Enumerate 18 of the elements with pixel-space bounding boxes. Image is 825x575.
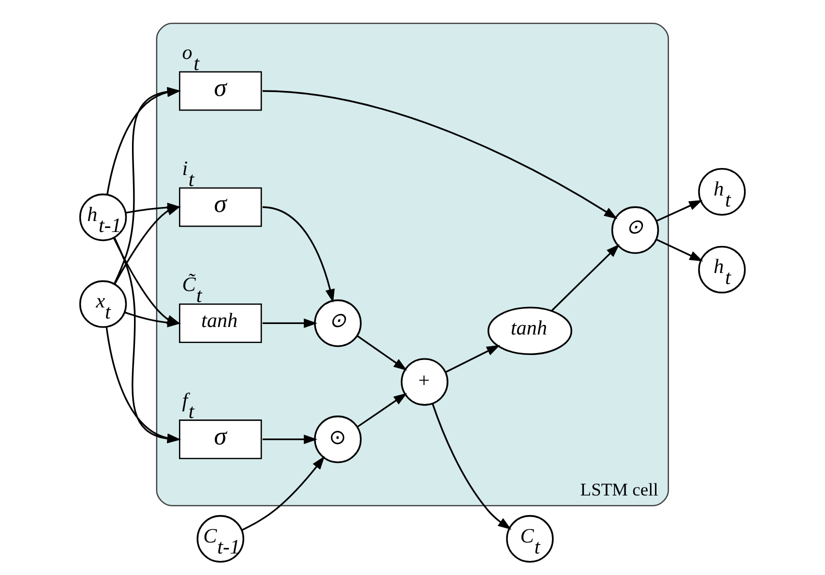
arrow <box>262 318 318 328</box>
arrow <box>262 206 335 303</box>
arrow <box>656 200 703 222</box>
arrow <box>432 404 512 530</box>
node-ellipse: tanh <box>488 306 572 356</box>
arrow <box>262 90 618 220</box>
node-circle: ⊙ <box>314 299 362 348</box>
arrow <box>114 206 181 284</box>
node-circle: ⊙ <box>611 206 659 254</box>
arrow <box>445 345 500 373</box>
node-circle: ⊙ <box>314 416 362 464</box>
arrow <box>551 244 620 312</box>
node-circle: + <box>400 358 448 406</box>
arrow <box>356 392 408 428</box>
arrow <box>262 434 318 444</box>
arrow <box>356 335 408 371</box>
arrow <box>242 456 325 531</box>
arrow <box>656 238 704 262</box>
